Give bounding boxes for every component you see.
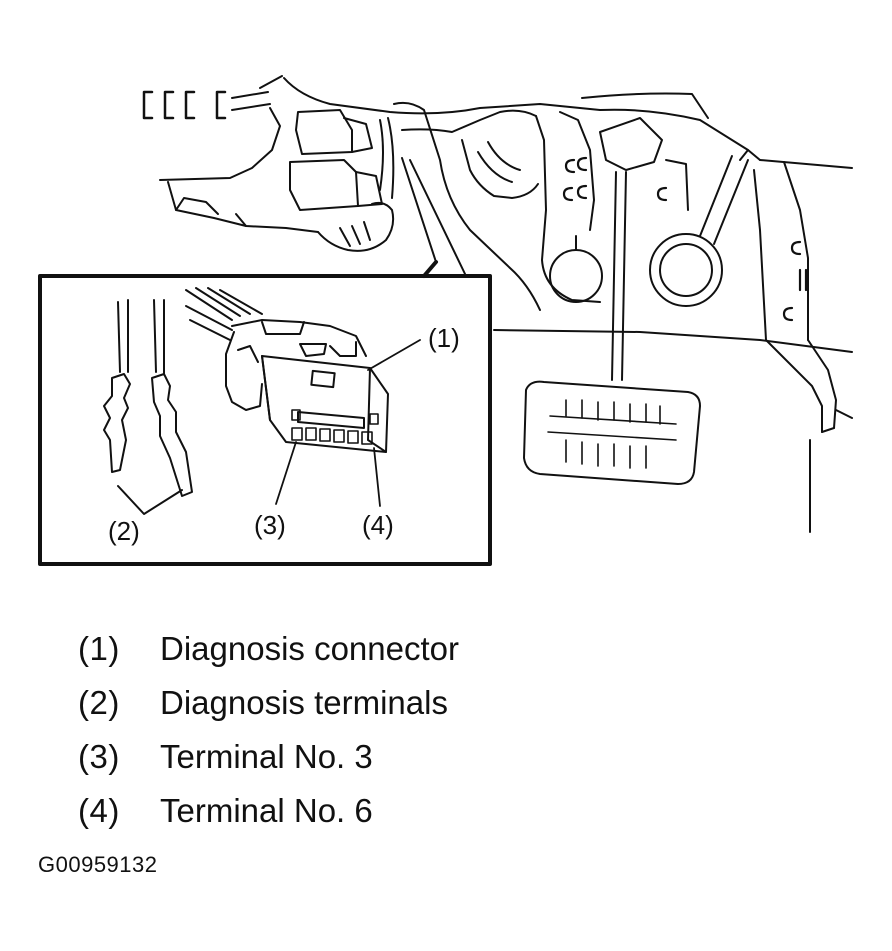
legend-text: Terminal No. 6: [160, 792, 373, 829]
legend-number: (4): [78, 792, 120, 829]
callout-2: (2): [108, 516, 140, 546]
callout-1: (1): [428, 323, 460, 353]
inset-frame: [38, 274, 492, 566]
legend-text: Terminal No. 3: [160, 738, 373, 775]
legend-number: (2): [78, 684, 120, 721]
callout-4: (4): [362, 510, 394, 540]
legend-item: (4) Terminal No. 6: [78, 784, 858, 838]
figure-code: G00959132: [38, 852, 158, 877]
legend-number: (1): [78, 630, 120, 667]
dashboard-background: [142, 75, 853, 533]
legend-item: (2) Diagnosis terminals: [78, 676, 858, 730]
legend-item: (3) Terminal No. 3: [78, 730, 858, 784]
callout-leaders: [275, 339, 421, 507]
legend: (1) Diagnosis connector (2) Diagnosis te…: [78, 622, 858, 838]
callout-3: (3): [254, 510, 286, 540]
diagnosis-terminals: [103, 299, 193, 515]
legend-number: (3): [78, 738, 120, 775]
diagnosis-connector: [185, 287, 389, 453]
legend-text: Diagnosis terminals: [160, 684, 448, 721]
legend-item: (1) Diagnosis connector: [78, 622, 858, 676]
diagram-illustration: (1) (2) (3) (4): [38, 75, 853, 566]
legend-text: Diagnosis connector: [160, 630, 459, 667]
